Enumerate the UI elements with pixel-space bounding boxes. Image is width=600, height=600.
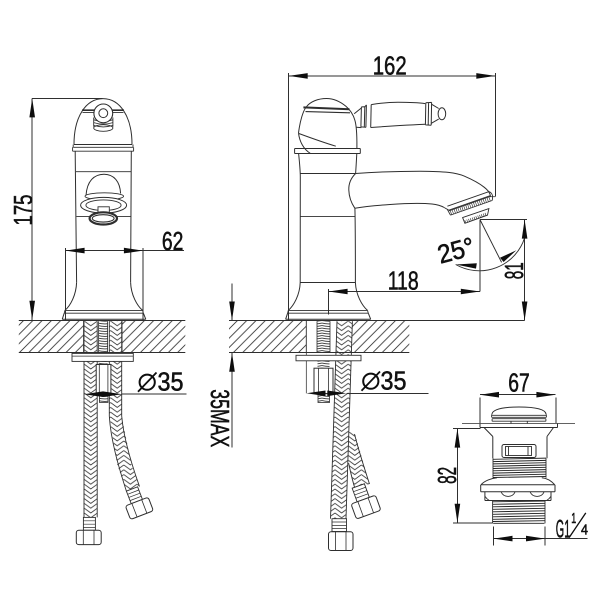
svg-text:1: 1 [571,510,576,527]
svg-text:175: 175 [8,195,38,226]
svg-text:82: 82 [432,467,462,484]
svg-text:62: 62 [162,226,184,256]
svg-text:67: 67 [508,367,530,397]
svg-text:35: 35 [158,367,184,397]
svg-text:G1: G1 [556,516,571,544]
svg-text:4: 4 [581,522,588,539]
svg-text:162: 162 [373,51,407,81]
svg-text:35: 35 [381,366,407,396]
svg-text:118: 118 [388,266,419,296]
svg-text:81: 81 [499,262,529,279]
svg-text:35MAX: 35MAX [205,389,235,447]
